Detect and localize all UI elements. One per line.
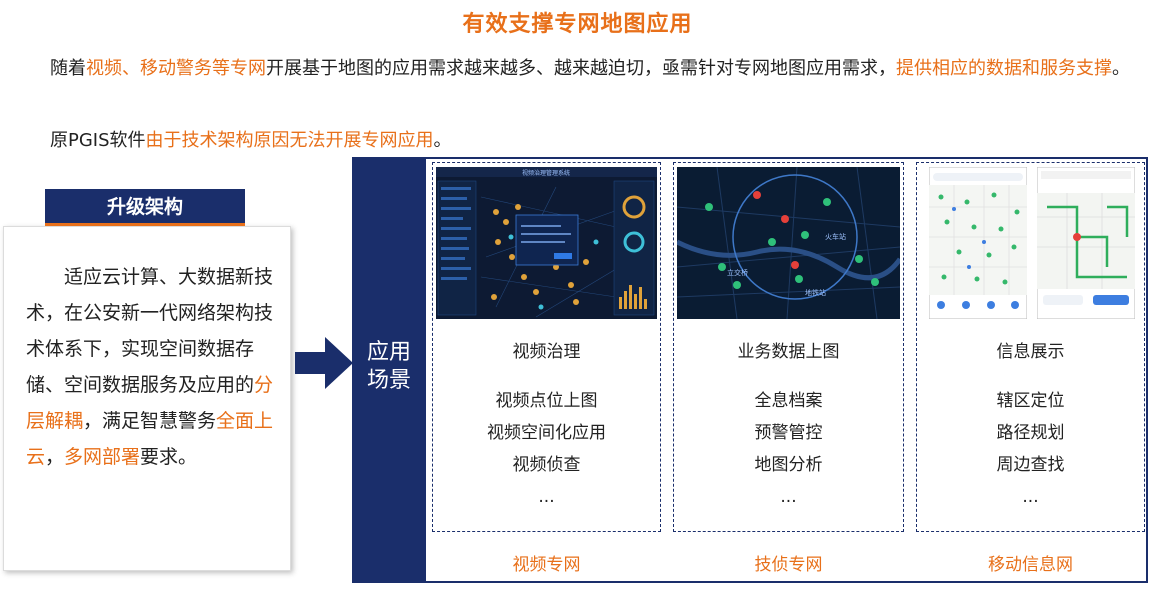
scenario-item: 预警管控 bbox=[754, 423, 823, 443]
application-scenarios-label: 应用 场景 bbox=[352, 157, 426, 583]
scenario-items: 辖区定位 路径规划 周边查找 ... bbox=[917, 385, 1144, 513]
scenario-item: 路径规划 bbox=[996, 423, 1065, 443]
business-map-screenshot: 火车站 立交桥 地铁站 bbox=[677, 167, 900, 319]
upgrade-highlight: 分层解耦 bbox=[26, 374, 274, 432]
intro-text: 。 bbox=[1112, 58, 1130, 79]
intro-text: 原PGIS软件 bbox=[50, 130, 146, 151]
upgrade-tag: 升级架构 bbox=[45, 189, 245, 226]
scenario-item: 周边查找 bbox=[996, 455, 1065, 475]
scenario-title: 业务数据上图 bbox=[737, 342, 840, 362]
intro-text: 。 bbox=[433, 130, 452, 151]
upgrade-description-box: 适应云计算、大数据新技术，在公安新一代网络架构技术体系下，实现空间数据存储、空间… bbox=[3, 226, 291, 571]
scenario-items: 全息档案 预警管控 地图分析 ... bbox=[674, 385, 903, 513]
network-label-video: 视频专网 bbox=[512, 555, 581, 575]
scenario-item: 辖区定位 bbox=[996, 391, 1065, 411]
intro-paragraph-2: 原PGIS软件由于技术架构原因无法开展专网应用。 bbox=[50, 124, 650, 158]
intro-paragraph-1: 随着视频、移动警务等专网开展基于地图的应用需求越来越多、越来越迫切，亟需针对专网… bbox=[10, 52, 1150, 86]
map-label: 火车站 bbox=[825, 232, 846, 241]
network-label-mobile: 移动信息网 bbox=[988, 555, 1073, 575]
scenario-panel-info: 信息展示 辖区定位 路径规划 周边查找 ... bbox=[916, 162, 1145, 532]
upgrade-text: 适应云计算、大数据新技术，在公安新一代网络架构技术体系下，实现空间数据存储、空间… bbox=[26, 266, 274, 396]
video-dashboard-screenshot: 视频治理管理系统 bbox=[436, 167, 657, 319]
upgrade-text: ， bbox=[45, 446, 65, 468]
upgrade-description: 适应云计算、大数据新技术，在公安新一代网络架构技术体系下，实现空间数据存储、空间… bbox=[26, 259, 276, 475]
scenario-item: ... bbox=[1022, 487, 1039, 507]
mobile-map-screenshot-2 bbox=[1037, 167, 1135, 319]
scenario-item: 视频点位上图 bbox=[495, 391, 598, 411]
side-label-line: 场景 bbox=[366, 368, 411, 393]
scenario-items: 视频点位上图 视频空间化应用 视频侦查 ... bbox=[433, 385, 660, 513]
upgrade-highlight: 多网部署 bbox=[64, 446, 141, 468]
intro-text: 随着 bbox=[50, 58, 86, 79]
intro-text: 开展基于地图的应用需求越来越多、越来越迫切，亟需针对专网地图应用需求， bbox=[266, 58, 896, 79]
scenario-item: 全息档案 bbox=[754, 391, 823, 411]
intro-highlight: 视频、移动警务等专网 bbox=[86, 58, 266, 79]
map-label: 立交桥 bbox=[727, 268, 748, 277]
mobile-map-screenshot-1 bbox=[929, 167, 1027, 319]
video-dashboard-header: 视频治理管理系统 bbox=[522, 169, 570, 177]
upgrade-highlight: 全面上云 bbox=[26, 410, 274, 468]
map-label: 地铁站 bbox=[805, 288, 826, 297]
side-label-line: 应用 bbox=[366, 340, 411, 365]
right-arrow-icon bbox=[295, 337, 353, 389]
intro-highlight: 由于技术架构原因无法开展专网应用 bbox=[145, 130, 434, 151]
scenario-item: 地图分析 bbox=[754, 455, 823, 475]
page-title: 有效支撑专网地图应用 bbox=[462, 12, 693, 37]
scenario-panel-business: 火车站 立交桥 地铁站 业务数据上图 全息档案 预警管控 地图分析 ... bbox=[673, 162, 904, 532]
upgrade-text: 要求。 bbox=[140, 446, 198, 468]
intro-highlight: 提供相应的数据和服务支撑 bbox=[896, 58, 1112, 79]
scenario-item: 视频空间化应用 bbox=[487, 423, 606, 443]
network-label-technical: 技侦专网 bbox=[754, 555, 823, 575]
scenario-item: ... bbox=[780, 487, 797, 507]
scenario-title: 视频治理 bbox=[512, 342, 581, 362]
scenario-panel-video: 视频治理管理系统 视频治理 视频点位上图 视频空间化应用 视频侦查 ... bbox=[432, 162, 661, 532]
upgrade-text: ，满足智慧警务 bbox=[83, 410, 217, 432]
scenario-item: 视频侦查 bbox=[512, 455, 581, 475]
scenario-item: ... bbox=[538, 487, 555, 507]
scenario-title: 信息展示 bbox=[996, 342, 1065, 362]
